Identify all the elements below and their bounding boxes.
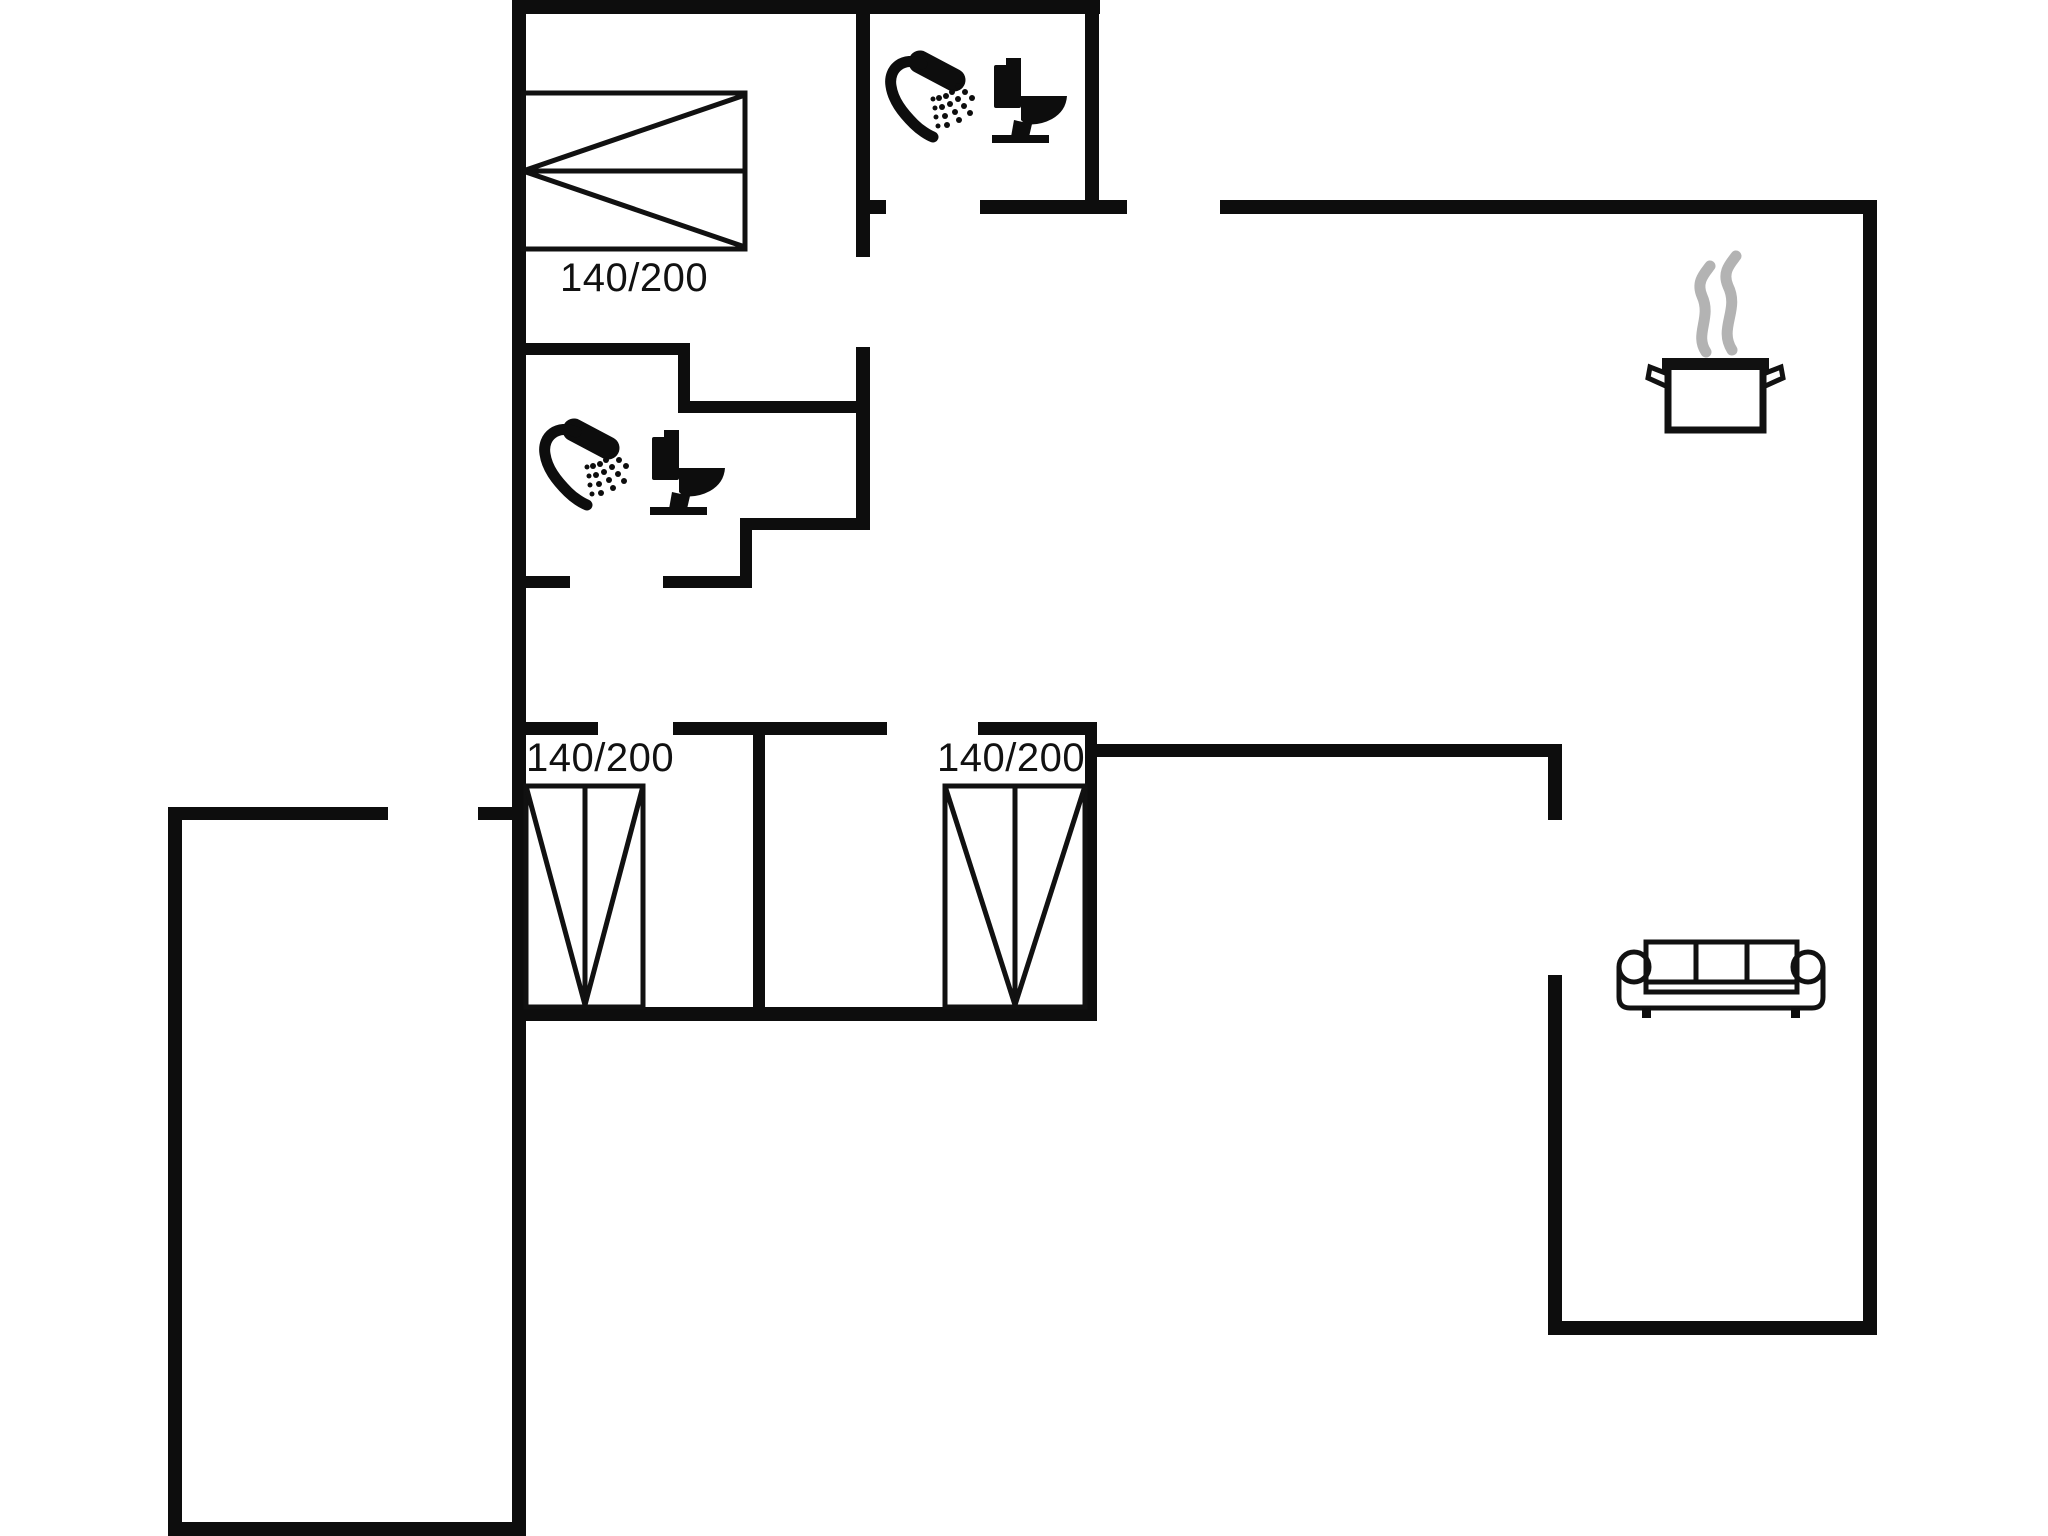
bed-size-label: 140/200 xyxy=(526,736,674,780)
wall-bathroom1-bottom xyxy=(980,200,1127,214)
wall-layer xyxy=(168,0,1877,1536)
wall-hall-living-v-a xyxy=(1548,744,1562,820)
wall-bedrooms-top-c xyxy=(978,722,1097,735)
shower-icon xyxy=(891,61,975,137)
wall-bedroom-right-side xyxy=(1085,722,1097,1021)
wall-bathroom2-step-v xyxy=(678,343,690,413)
double-bed-icon xyxy=(942,783,1088,1010)
pot-body xyxy=(1664,358,1767,434)
wall-hall-living-v-b xyxy=(1548,975,1562,1335)
bed-size-label: 140/200 xyxy=(937,736,1085,780)
wall-living-bottom xyxy=(1548,1321,1877,1335)
wall-annex-left xyxy=(168,807,182,1536)
steam-icon xyxy=(1694,250,1742,358)
wall-bathroom2-notch-h xyxy=(740,518,870,530)
wall-bedrooms-top-a xyxy=(512,722,598,735)
wall-annex-bottom xyxy=(168,1522,526,1536)
wall-interior-vertical-a xyxy=(856,0,870,257)
double-bed-icon xyxy=(520,90,748,252)
bed-size-label: 140/200 xyxy=(560,256,708,300)
sofa-icon xyxy=(1616,939,1826,1018)
wall-interior-vertical-b xyxy=(856,347,870,530)
wall-annex-top-b xyxy=(478,807,518,820)
wall-bathroom2-step-h xyxy=(678,401,870,413)
wall-top xyxy=(512,0,1100,14)
toilet-icon xyxy=(992,58,1067,143)
toilet-icon xyxy=(650,430,725,515)
wall-bedrooms-top-b xyxy=(673,722,887,735)
wall-bedrooms-bottom xyxy=(512,1007,1097,1021)
wall-bathroom2-notch-v xyxy=(740,518,752,588)
wall-living-top xyxy=(1220,200,1877,214)
wall-bathroom2-bottom-stub xyxy=(512,576,570,588)
wall-bathroom2-top xyxy=(512,343,690,355)
wall-bathroom1-right xyxy=(1085,0,1099,214)
wall-right-exterior xyxy=(1863,200,1877,1335)
wall-bathroom1-door-jamb xyxy=(870,200,886,214)
wall-annex-top-a xyxy=(168,807,388,820)
wall-bathroom2-bottom xyxy=(663,576,752,588)
double-bed-icon xyxy=(523,783,646,1010)
shower-icon xyxy=(545,429,629,505)
wall-hall-living-h xyxy=(1097,744,1562,757)
wall-left-exterior xyxy=(512,0,526,1536)
wall-bedrooms-divider xyxy=(753,722,765,1021)
cooking-pot-icon xyxy=(1645,250,1786,434)
